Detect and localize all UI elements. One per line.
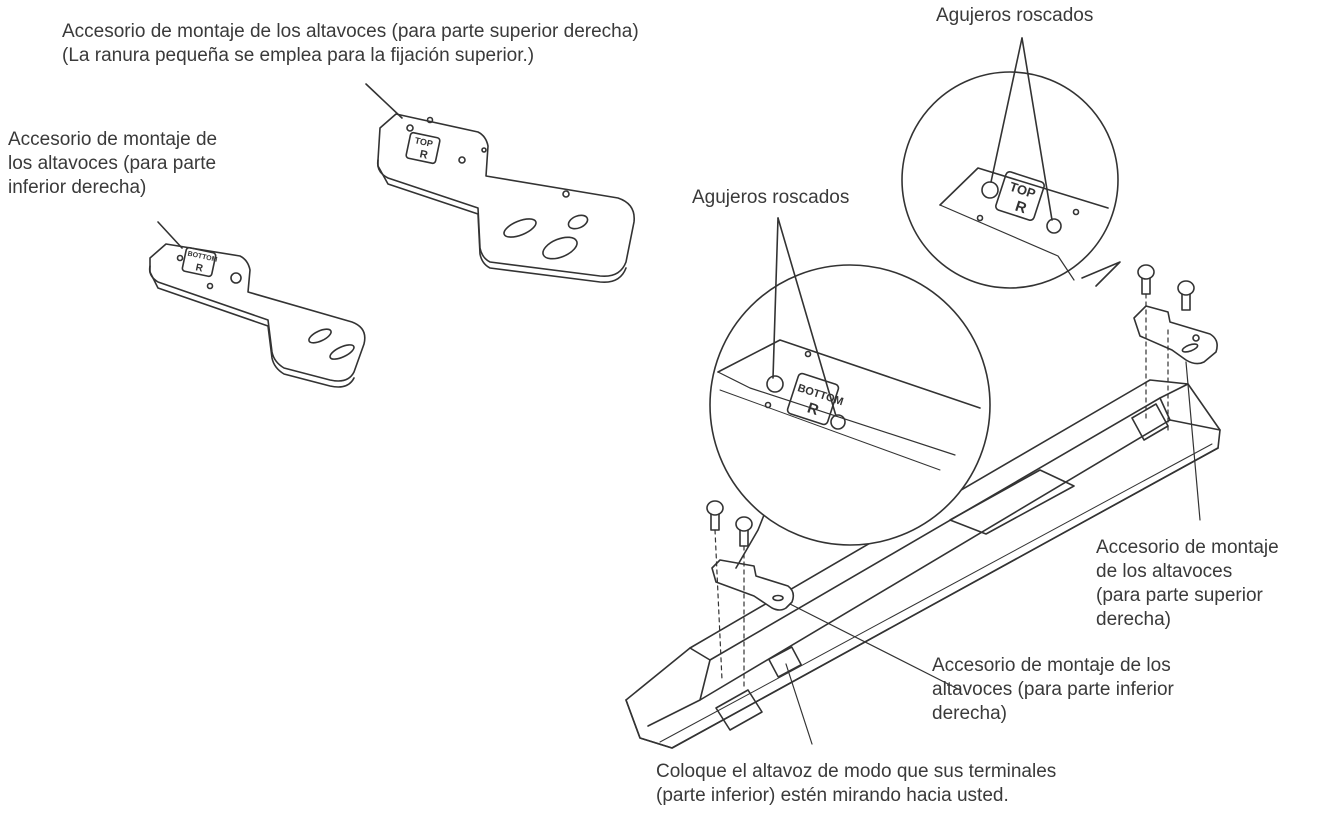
leader-bottom-bracket: [157, 221, 183, 249]
bracket-mark-bottom-r: R: [194, 262, 204, 274]
leader-mount-bottom: [789, 603, 961, 691]
leader-top-bracket: [365, 83, 403, 119]
label-mount-bottom: Accesorio de montaje de los altavoces (p…: [932, 655, 1174, 724]
label-holes-bottom: Agujeros roscados: [692, 187, 850, 208]
leader-mount-top: [1185, 361, 1201, 521]
bottom-bracket-illustration: [148, 243, 366, 388]
leader-holes-bottom: [772, 217, 837, 417]
label-holes-top: Agujeros roscados: [936, 5, 1094, 26]
label-orientation-note: Coloque el altavoz de modo que sus termi…: [656, 761, 1057, 806]
screw-icon: [706, 500, 753, 547]
leader-holes-top: [990, 37, 1053, 221]
top-bracket-illustration: [376, 113, 635, 284]
bracket-mark-top: TOP: [414, 135, 434, 149]
label-top-bracket: Accesorio de montaje de los altavoces (p…: [62, 21, 639, 66]
zoom-mark-bottom-r: R: [805, 399, 821, 419]
screw-icon: [1137, 264, 1195, 311]
zoom-top-bracket: [901, 71, 1121, 289]
mounted-top-bracket-illustration: [1133, 305, 1218, 365]
label-mount-top: Accesorio de montaje de los altavoces (p…: [1096, 537, 1279, 630]
label-bottom-bracket: Accesorio de montaje de los altavoces (p…: [8, 129, 218, 198]
zoom-mark-top-r: R: [1013, 198, 1029, 218]
speaker-bar-illustration: [625, 379, 1221, 749]
leader-orientation: [785, 663, 813, 745]
mounted-bottom-bracket-illustration: [711, 559, 795, 611]
bracket-mark-top-r: R: [418, 148, 428, 161]
